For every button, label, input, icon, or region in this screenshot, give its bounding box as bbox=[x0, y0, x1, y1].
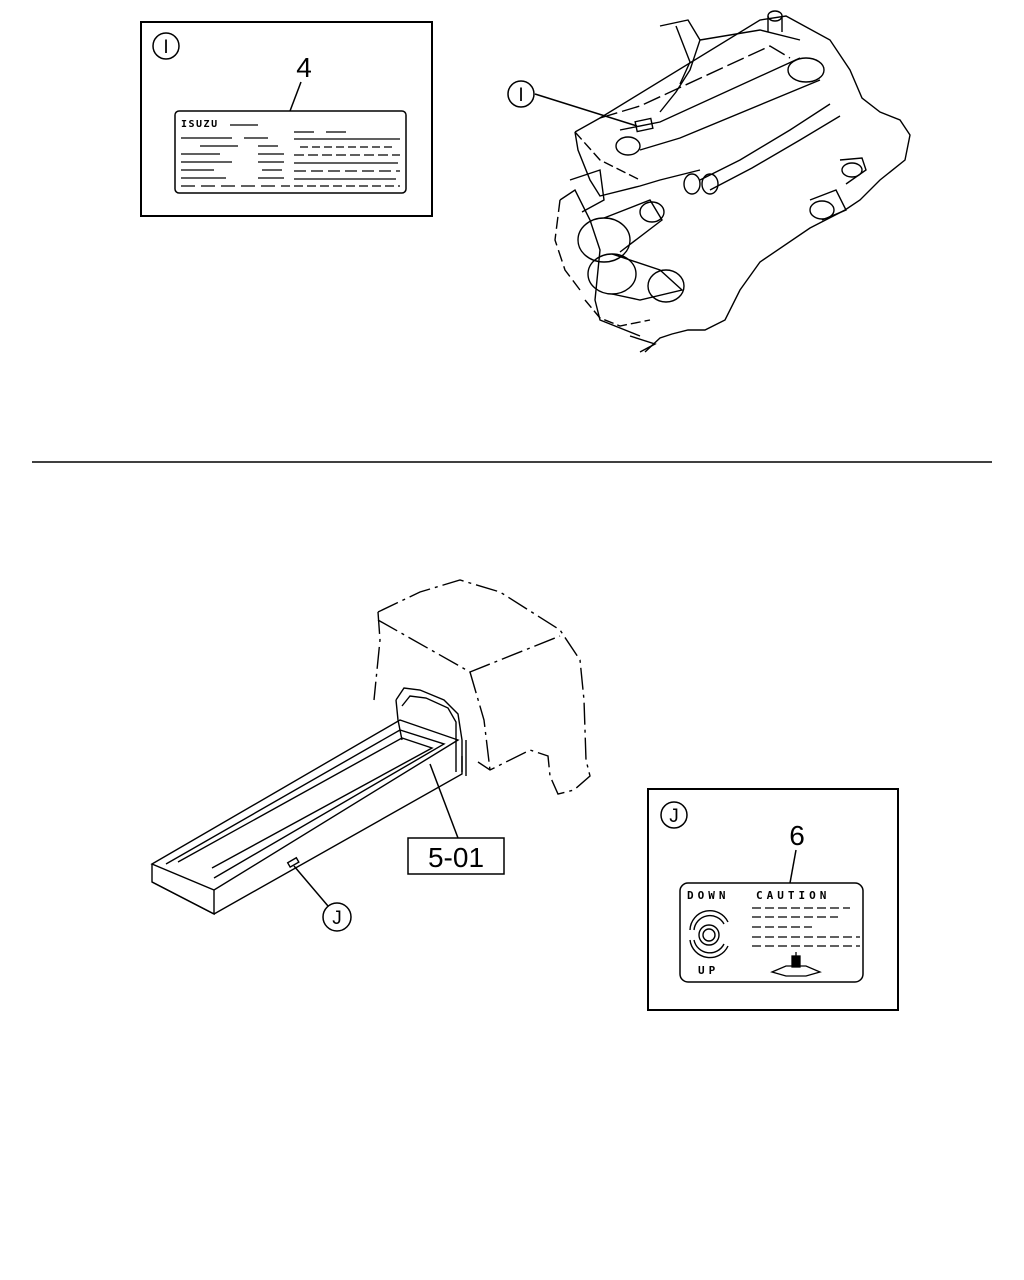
inset-marker-circle-i bbox=[152, 32, 180, 60]
caution-decal: DOWN CAUTION UP bbox=[679, 882, 864, 983]
inset-marker-i: I bbox=[163, 37, 168, 58]
rotation-symbol bbox=[689, 910, 729, 959]
plate-text-lines bbox=[181, 124, 400, 187]
ref-box-5-01: 5-01 bbox=[407, 763, 505, 875]
detail-inset-i: I 4 ISUZU bbox=[140, 21, 433, 217]
frame-callout-marker-j: J bbox=[332, 908, 342, 929]
part-number-6: 6 bbox=[789, 820, 805, 851]
decal-down: DOWN bbox=[687, 889, 730, 902]
part-number-4: 4 bbox=[296, 52, 312, 83]
decal-up: UP bbox=[698, 964, 719, 977]
cab-frame-illustration bbox=[150, 579, 591, 916]
bolt-symbol bbox=[770, 952, 822, 977]
isuzu-plate: ISUZU bbox=[174, 110, 407, 194]
engine-callout-circle-i bbox=[507, 80, 535, 108]
engine-callout-i: I bbox=[518, 85, 523, 106]
decal-caution: CAUTION bbox=[756, 889, 830, 902]
inset-marker-circle-j bbox=[660, 801, 688, 829]
frame-callout-j: J bbox=[293, 865, 352, 932]
engine-illustration: I bbox=[507, 10, 911, 353]
plate-brand: ISUZU bbox=[181, 119, 219, 130]
frame-label-spot bbox=[286, 856, 300, 869]
ref-box-label: 5-01 bbox=[428, 842, 484, 873]
detail-inset-j: J 6 DOWN CAUTION UP bbox=[647, 788, 899, 1011]
inset-marker-j: J bbox=[669, 806, 679, 827]
decal-text-lines bbox=[752, 907, 860, 947]
